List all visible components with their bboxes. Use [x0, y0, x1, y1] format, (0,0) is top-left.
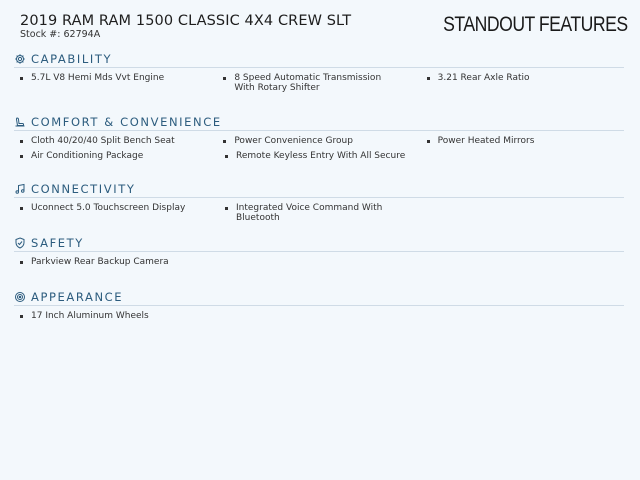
feature-item: Uconnect 5.0 Touchscreen Display — [14, 203, 219, 223]
section-capability: CAPABILITY 5.7L V8 Hemi Mds Vvt Engine 8… — [14, 50, 624, 98]
music-note-icon — [15, 183, 25, 194]
feature-item: 3.21 Rear Axle Ratio — [421, 73, 624, 93]
feature-item: Power Convenience Group — [217, 136, 420, 146]
section-title: CAPABILITY — [31, 51, 113, 66]
section-appearance: APPEARANCE 17 Inch Aluminum Wheels — [14, 288, 624, 326]
section-header: COMFORT & CONVENIENCE — [14, 113, 624, 131]
feature-item: 5.7L V8 Hemi Mds Vvt Engine — [14, 73, 217, 93]
section-title: APPEARANCE — [31, 289, 124, 304]
feature-item: 17 Inch Aluminum Wheels — [14, 311, 219, 321]
section-comfort-convenience: COMFORT & CONVENIENCE Cloth 40/20/40 Spl… — [14, 113, 624, 166]
feature-item: Cloth 40/20/40 Split Bench Seat — [14, 136, 217, 146]
section-header: SAFETY — [14, 234, 624, 252]
section-header: CONNECTIVITY — [14, 180, 624, 198]
section-title: SAFETY — [31, 235, 84, 250]
section-safety: SAFETY Parkview Rear Backup Camera — [14, 234, 624, 272]
gear-icon — [15, 53, 25, 64]
standout-features-heading: STANDOUT FEATURES — [443, 13, 628, 36]
feature-item: Integrated Voice Command With Bluetooth — [219, 203, 424, 223]
feature-item: Air Conditioning Package — [14, 151, 219, 161]
section-connectivity: CONNECTIVITY Uconnect 5.0 Touchscreen Di… — [14, 180, 624, 228]
feature-item: Parkview Rear Backup Camera — [14, 257, 219, 267]
feature-item: Remote Keyless Entry With All Secure — [219, 151, 424, 161]
vehicle-title: 2019 RAM RAM 1500 CLASSIC 4X4 CREW SLT — [20, 13, 352, 29]
stock-number: Stock #: 62794A — [20, 29, 101, 40]
shield-check-icon — [15, 236, 25, 249]
section-title: CONNECTIVITY — [31, 181, 136, 196]
badge-icon — [15, 291, 25, 302]
section-header: CAPABILITY — [14, 50, 624, 68]
section-header: APPEARANCE — [14, 288, 624, 306]
feature-item: Power Heated Mirrors — [421, 136, 624, 146]
car-seat-icon — [15, 116, 25, 126]
section-title: COMFORT & CONVENIENCE — [31, 114, 222, 129]
feature-item: 8 Speed Automatic Transmission With Rota… — [217, 73, 420, 93]
